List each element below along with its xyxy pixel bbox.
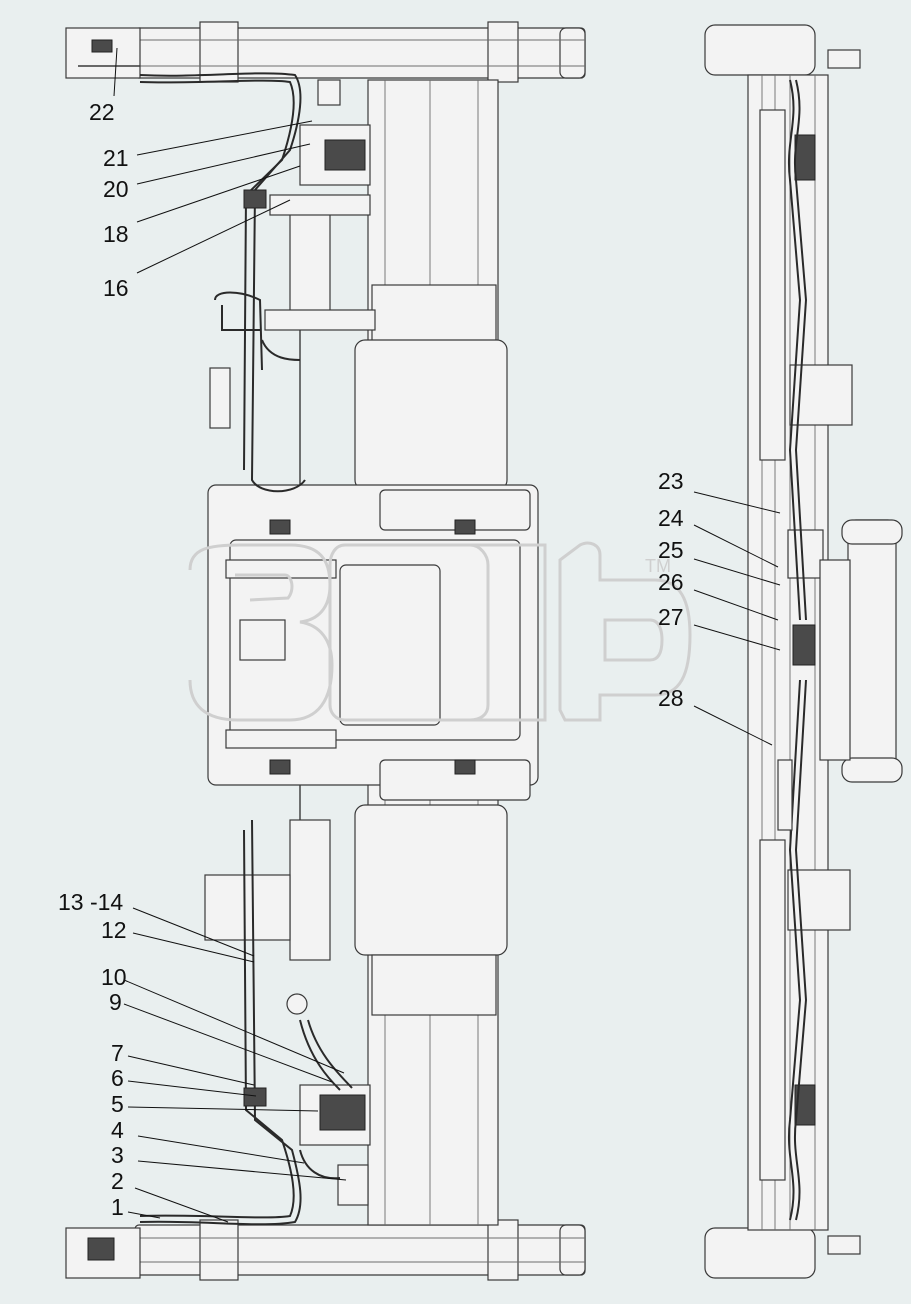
callout-1: 1 [111,1194,124,1220]
leader-lines [113,47,781,1223]
callout-9: 9 [109,989,122,1015]
callout-18: 18 [103,221,129,247]
watermark-logo: TM [188,541,692,722]
front-view [65,21,586,1281]
callout-27: 27 [658,604,684,630]
callout-2: 2 [111,1168,124,1194]
callout-22: 22 [89,99,115,125]
callout-12: 12 [101,917,127,943]
callout-4: 4 [111,1117,124,1143]
watermark-tm: TM [645,556,671,576]
callout-28: 28 [658,685,684,711]
callout-25: 25 [658,537,684,563]
callout-labels-left: 22 21 20 18 16 13 -14 12 10 9 7 6 5 4 3 … [58,99,129,1220]
callout-24: 24 [658,505,684,531]
callout-23: 23 [658,468,684,494]
side-view [704,24,903,1279]
callout-3: 3 [111,1142,124,1168]
callout-labels-right: 23 24 25 26 27 28 [658,468,684,711]
callout-10: 10 [101,964,127,990]
callout-16: 16 [103,275,129,301]
callout-5: 5 [111,1091,124,1117]
callout-6: 6 [111,1065,124,1091]
callout-26: 26 [658,569,684,595]
callout-7: 7 [111,1040,124,1066]
callout-13-14: 13 -14 [58,889,123,915]
callout-20: 20 [103,176,129,202]
callout-21: 21 [103,145,129,171]
